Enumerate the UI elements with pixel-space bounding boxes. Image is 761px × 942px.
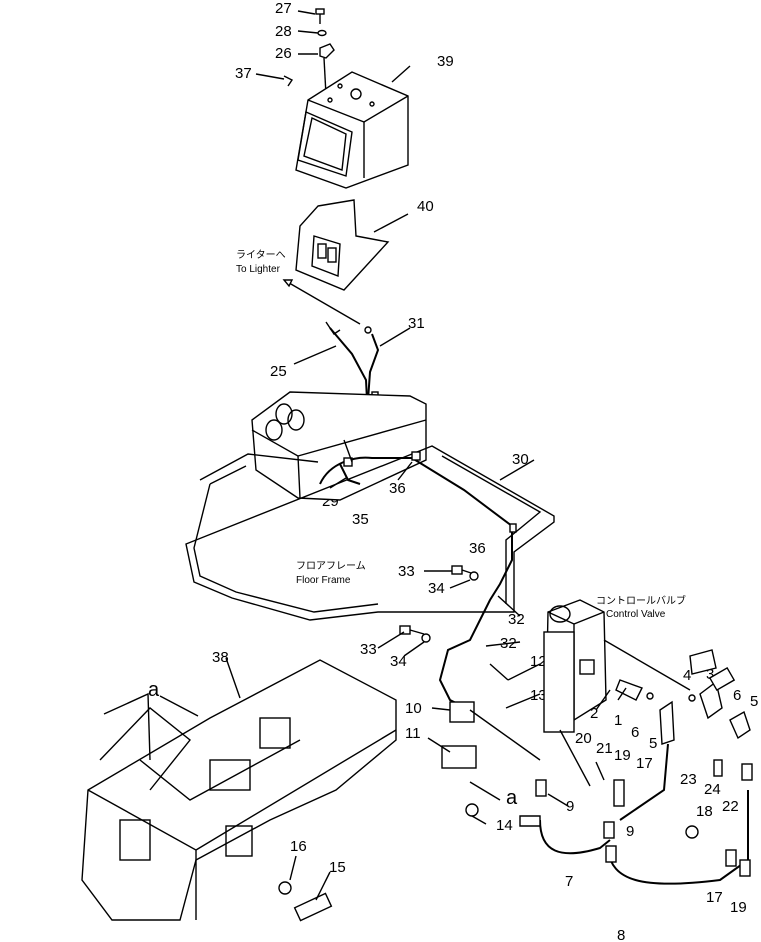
- callout-31: 31: [408, 315, 425, 332]
- callout-13: 13: [530, 687, 547, 704]
- callout-32: 32: [508, 611, 525, 628]
- callout-34: 34: [390, 653, 407, 670]
- to-lighter-en: To Lighter: [236, 264, 281, 275]
- control-valve-en: Control Valve: [606, 609, 666, 620]
- callout-7: 7: [565, 873, 573, 890]
- to-lighter-jp: ライターへ: [236, 249, 286, 261]
- callout-37: 37: [235, 65, 252, 82]
- main-frame: a a: [81, 657, 518, 922]
- callout-20: 20: [575, 730, 592, 747]
- callout-36: 36: [469, 540, 486, 557]
- callout-25: 25: [270, 363, 287, 380]
- callout-9: 9: [626, 823, 634, 840]
- callout-19: 19: [614, 747, 631, 764]
- callout-6: 6: [631, 724, 639, 741]
- callout-39: 39: [437, 53, 454, 70]
- floor-frame: フロアフレーム Floor Frame: [185, 445, 555, 621]
- callout-24: 24: [704, 781, 721, 798]
- callout-38: 38: [212, 649, 229, 666]
- callout-1: 1: [614, 712, 622, 729]
- floor-frame-en: Floor Frame: [296, 575, 351, 586]
- callout-16: 16: [290, 838, 307, 855]
- callout-17: 17: [636, 755, 653, 772]
- callout-22: 22: [722, 798, 739, 815]
- control-valve-jp: コントロールバルブ: [596, 594, 686, 607]
- callout-33: 33: [360, 641, 377, 658]
- callout-30: 30: [512, 451, 529, 468]
- seat-block: [251, 391, 427, 501]
- callout-17: 17: [706, 889, 723, 906]
- callout-26: 26: [275, 45, 292, 62]
- callout-40: 40: [417, 198, 434, 215]
- callout-12: 12: [530, 653, 547, 670]
- callout-23: 23: [680, 771, 697, 788]
- callout-19: 19: [730, 899, 747, 916]
- callout-36: 36: [389, 480, 406, 497]
- callout-35: 35: [352, 511, 369, 528]
- callout-28: 28: [275, 23, 292, 40]
- callout-34: 34: [428, 580, 445, 597]
- callout-2: 2: [590, 705, 598, 722]
- valve-bracket: [427, 631, 575, 825]
- valve-fittings: [615, 649, 751, 745]
- callout-11: 11: [405, 725, 421, 742]
- callout-9: 9: [566, 798, 574, 815]
- callout-5: 5: [649, 735, 657, 752]
- wiring-harness-lower: [319, 439, 535, 711]
- bolts-washers: [377, 565, 521, 657]
- callout-14: 14: [496, 817, 513, 834]
- callout-4: 4: [683, 667, 691, 684]
- callout-3: 3: [706, 666, 714, 683]
- hoses: [519, 729, 753, 885]
- callout-18: 18: [696, 803, 713, 820]
- callout-10: 10: [405, 700, 422, 717]
- callout-15: 15: [329, 859, 346, 876]
- callout-33: 33: [398, 563, 415, 580]
- floor-frame-jp: フロアフレーム: [296, 560, 366, 572]
- callout-8: 8: [617, 927, 625, 942]
- top-fastener-stack: [255, 8, 335, 96]
- bracket-plate: [295, 199, 409, 291]
- to-lighter-annotation: ライターへ To Lighter: [236, 249, 361, 325]
- callout-27: 27: [275, 0, 292, 17]
- view-a-bottom: a: [506, 787, 518, 809]
- view-a-top: a: [148, 679, 160, 701]
- callout-21: 21: [596, 740, 613, 757]
- callout-5: 5: [750, 693, 758, 710]
- console-box: [295, 65, 411, 189]
- callout-6: 6: [733, 687, 741, 704]
